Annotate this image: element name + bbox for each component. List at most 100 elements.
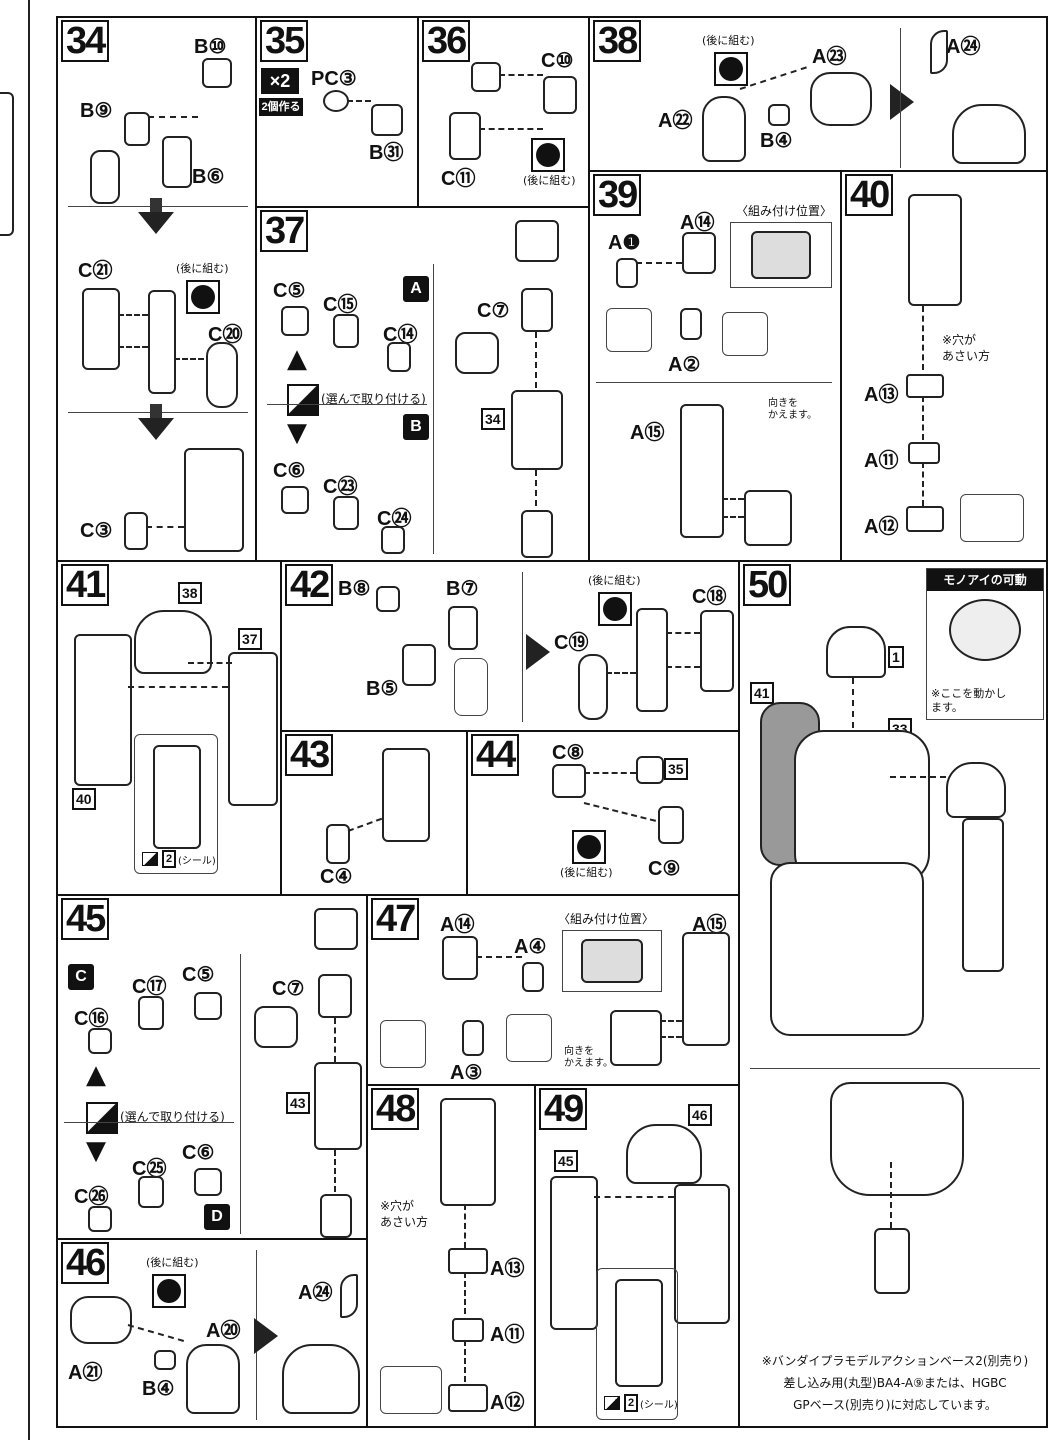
assembly-shape bbox=[314, 1062, 362, 1150]
step-ref: 38 bbox=[178, 582, 202, 604]
assembly-shape bbox=[382, 748, 430, 842]
part-label: A㉔ bbox=[298, 1282, 333, 1304]
part-label: A㉓ bbox=[812, 46, 847, 68]
guide-line bbox=[922, 462, 924, 506]
detail-box bbox=[454, 658, 488, 716]
detail-box bbox=[606, 308, 652, 352]
step-34-panel: 34 B⑩ B⑨ B⑥ C㉑ (後に組む) C⑳ C③ bbox=[56, 16, 257, 562]
part-label: C㉕ bbox=[132, 1158, 167, 1180]
part-shape bbox=[616, 258, 638, 288]
step-number: 41 bbox=[61, 564, 110, 606]
step-ref: 35 bbox=[664, 758, 688, 780]
guide-line bbox=[594, 1196, 674, 1198]
assemble-later-note: (後に組む) bbox=[588, 574, 641, 587]
assemble-later-icon bbox=[572, 830, 606, 864]
guide-line bbox=[334, 1150, 336, 1192]
step-number: 50 bbox=[743, 564, 792, 606]
step-38-panel: 38 (後に組む) A㉓ A㉒ B④ A㉔ bbox=[588, 16, 1048, 172]
part-shape bbox=[202, 58, 232, 88]
guide-line bbox=[347, 817, 383, 832]
part-shape bbox=[206, 342, 238, 408]
step-number: 43 bbox=[285, 734, 334, 776]
part-label: C⑱ bbox=[692, 586, 727, 608]
part-shape bbox=[186, 1344, 240, 1414]
step-47-panel: 47 A⑭ A④ A③ A⑮ 〈組み付け位置〉 向きを かえます。 bbox=[366, 894, 740, 1086]
part-shape bbox=[138, 996, 164, 1030]
part-shape bbox=[702, 96, 746, 162]
position-shape bbox=[581, 939, 643, 983]
part-shape bbox=[626, 1124, 702, 1184]
down-arrow-icon bbox=[138, 418, 174, 440]
position-note: 〈組み付け位置〉 bbox=[736, 204, 833, 218]
step-number: 44 bbox=[471, 734, 520, 776]
step-ref: 40 bbox=[72, 788, 96, 810]
option-c-badge: C bbox=[68, 964, 94, 990]
part-label: C⑥ bbox=[182, 1142, 215, 1164]
down-arrow-icon: ▼ bbox=[287, 418, 307, 448]
arrow-stem bbox=[150, 404, 162, 418]
step-48-panel: 48 ※穴が あさい方 A⑬ A⑪ A⑫ bbox=[366, 1084, 536, 1428]
assembly-shape bbox=[511, 390, 563, 470]
position-shape bbox=[751, 231, 811, 279]
right-arrow-icon bbox=[526, 634, 550, 670]
step-36-panel: 36 C⑩ C⑪ (後に組む) bbox=[417, 16, 590, 208]
guide-line bbox=[583, 802, 657, 822]
part-shape bbox=[471, 62, 501, 92]
step-49-panel: 49 46 45 2 (シール) bbox=[534, 1084, 740, 1428]
sticker-detail-box bbox=[134, 734, 218, 874]
assembly-shape bbox=[674, 1184, 730, 1324]
step-number: 42 bbox=[285, 564, 334, 606]
body-shape bbox=[794, 730, 930, 884]
part-shape bbox=[521, 510, 553, 558]
make-two-badge: 2個作る bbox=[259, 98, 303, 116]
guide-line bbox=[148, 116, 198, 118]
up-arrow-icon: ▲ bbox=[287, 344, 307, 374]
part-label: C⑮ bbox=[323, 294, 358, 316]
part-shape bbox=[449, 112, 481, 160]
part-label: A④ bbox=[514, 936, 547, 958]
part-shape bbox=[448, 606, 478, 650]
assemble-later-note: (後に組む) bbox=[146, 1256, 199, 1269]
guide-line bbox=[660, 1036, 682, 1038]
base-mount-shape bbox=[830, 1082, 964, 1196]
guide-line bbox=[852, 678, 854, 728]
guide-line bbox=[188, 662, 232, 664]
guide-line bbox=[476, 956, 522, 958]
sticker-icon bbox=[142, 852, 158, 866]
guide-line bbox=[127, 1324, 185, 1342]
part-shape bbox=[154, 1350, 176, 1370]
part-shape bbox=[124, 512, 148, 550]
part-label: A⑮ bbox=[630, 422, 665, 444]
part-shape bbox=[610, 1010, 662, 1066]
assemble-later-note: (後に組む) bbox=[702, 34, 755, 47]
previous-page-edge bbox=[0, 0, 30, 1440]
part-shape bbox=[194, 992, 222, 1020]
part-shape bbox=[82, 288, 120, 370]
part-shape bbox=[194, 1168, 222, 1196]
part-label: A② bbox=[668, 354, 701, 376]
assembly-shape bbox=[74, 634, 132, 786]
step-ref: 46 bbox=[688, 1104, 712, 1126]
step-number: 34 bbox=[61, 20, 110, 62]
assembly-shape bbox=[282, 1344, 360, 1414]
step-ref: 1 bbox=[888, 646, 904, 668]
part-shape bbox=[314, 908, 358, 950]
part-shape bbox=[134, 610, 212, 674]
part-shape bbox=[88, 1206, 112, 1232]
part-shape bbox=[521, 288, 553, 332]
step-number: 36 bbox=[422, 20, 471, 62]
sticker-number: 2 bbox=[624, 1394, 639, 1412]
part-shape bbox=[680, 308, 702, 340]
assemble-later-icon bbox=[186, 280, 220, 314]
guide-line bbox=[347, 100, 371, 102]
sticker-icon bbox=[604, 1396, 620, 1410]
part-shape bbox=[930, 30, 948, 74]
sticker-note: (シール) bbox=[640, 1400, 678, 1411]
part-shape bbox=[281, 486, 309, 514]
part-shape bbox=[124, 112, 150, 146]
part-label: C③ bbox=[80, 520, 113, 542]
part-label: B⑧ bbox=[338, 578, 371, 600]
part-label: A㉒ bbox=[658, 110, 693, 132]
guide-line bbox=[922, 306, 924, 370]
up-arrow-icon: ▲ bbox=[86, 1060, 106, 1090]
